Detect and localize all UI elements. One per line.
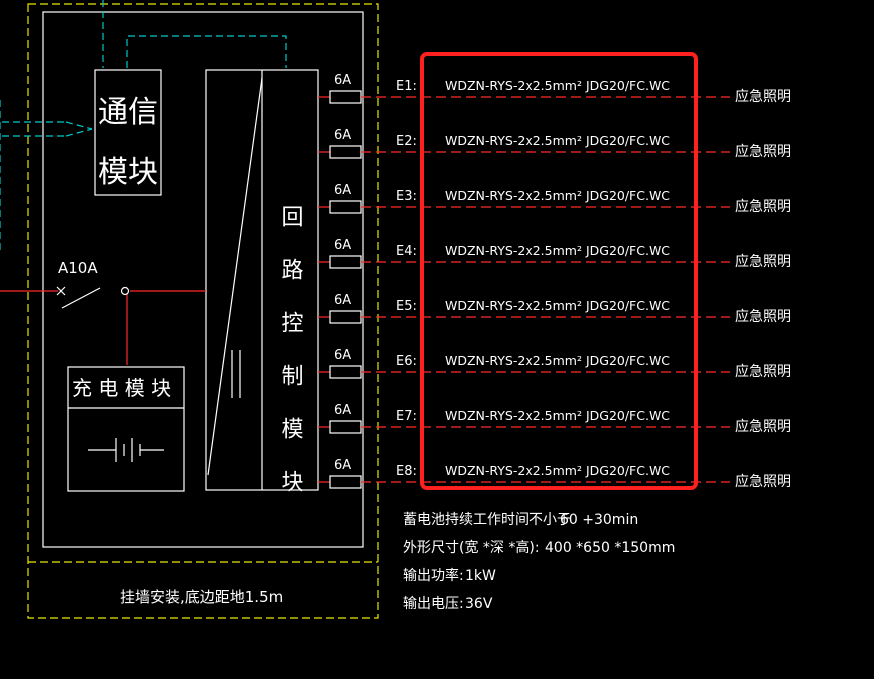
inner-frame [42, 11, 364, 548]
circuit-row: 6A E1: WDZN-RYS-2x2.5mm² JDG20/FC.WC 应急照明 [318, 73, 791, 105]
load-label: 应急照明 [735, 143, 791, 160]
fuse-symbol [329, 145, 362, 159]
fuse-label: 6A [334, 403, 351, 418]
breaker-symbol [56, 286, 130, 309]
fuse-symbol [329, 420, 362, 434]
cable-spec: WDZN-RYS-2x2.5mm² JDG20/FC.WC [445, 408, 670, 423]
main-feed [0, 290, 206, 365]
circuit-row: 6A E4: WDZN-RYS-2x2.5mm² JDG20/FC.WC 应急照明 [318, 238, 791, 270]
highlight-box [420, 52, 698, 490]
fuse-symbol [329, 475, 362, 489]
comm-lines [0, 0, 287, 250]
fuse-label: 6A [334, 238, 351, 253]
fuse-label: 6A [334, 128, 351, 143]
load-label: 应急照明 [735, 363, 791, 380]
spec-row: 输出电压:36V [403, 596, 493, 612]
fuse-label: 6A [334, 73, 351, 88]
circuit-id: E6: [396, 354, 417, 369]
cable-spec: WDZN-RYS-2x2.5mm² JDG20/FC.WC [445, 353, 670, 368]
circuit-id: E1: [396, 79, 417, 94]
load-label: 应急照明 [735, 198, 791, 215]
circuit-id: E5: [396, 299, 417, 314]
spec-value: 60 +30min [560, 512, 638, 528]
circuit-row: 6A E2: WDZN-RYS-2x2.5mm² JDG20/FC.WC 应急照明 [318, 128, 791, 160]
load-label: 应急照明 [735, 418, 791, 435]
loop-module-label: 回 路 控 制 模 块 [278, 205, 304, 504]
fuse-label: 6A [334, 348, 351, 363]
fuse-label: 6A [334, 458, 351, 473]
load-label: 应急照明 [735, 308, 791, 325]
circuit-row: 6A E6: WDZN-RYS-2x2.5mm² JDG20/FC.WC 应急照明 [318, 348, 791, 380]
load-label: 应急照明 [735, 253, 791, 270]
fuse-symbol [329, 90, 362, 104]
load-label: 应急照明 [735, 473, 791, 490]
comm-module-line1: 通信 [98, 95, 158, 130]
fuse-symbol [329, 310, 362, 324]
cable-spec: WDZN-RYS-2x2.5mm² JDG20/FC.WC [445, 298, 670, 313]
spec-label: 输出功率: [403, 567, 464, 584]
fuse-symbol [329, 255, 362, 269]
fuse-symbol [329, 200, 362, 214]
circuit-id: E3: [396, 189, 417, 204]
fuse-label: 6A [334, 293, 351, 308]
circuit-row: 6A E3: WDZN-RYS-2x2.5mm² JDG20/FC.WC 应急照明 [318, 183, 791, 215]
breaker-label: A10A [58, 259, 98, 277]
spec-row: 输出功率:1kW [403, 567, 496, 584]
spec-label: 输出电压: [403, 596, 464, 612]
cable-spec: WDZN-RYS-2x2.5mm² JDG20/FC.WC [445, 188, 670, 203]
charge-module [67, 366, 185, 492]
spec-label: 外形尺寸(宽 *深 *高): [403, 539, 540, 556]
spec-value: 400 *650 *150mm [545, 540, 675, 556]
cable-spec: WDZN-RYS-2x2.5mm² JDG20/FC.WC [445, 243, 670, 258]
cable-spec: WDZN-RYS-2x2.5mm² JDG20/FC.WC [445, 133, 670, 148]
fuse-symbol [329, 365, 362, 379]
circuit-id: E8: [396, 464, 417, 479]
cable-spec: WDZN-RYS-2x2.5mm² JDG20/FC.WC [445, 463, 670, 478]
spec-label: 蓄电池持续工作时间不小于 [403, 511, 571, 528]
enclosure-frame [27, 3, 379, 619]
comm-module-line2: 模块 [98, 155, 158, 190]
spec-value: 36V [465, 596, 493, 612]
charge-module-label: 充 电 模 块 [72, 376, 171, 400]
bottom-note: 挂墙安装,底边距地1.5m [120, 588, 283, 606]
spec-row: 外形尺寸(宽 *深 *高): 400 *650 *150mm [403, 539, 675, 556]
fuse-label: 6A [334, 183, 351, 198]
comm-module-box [94, 69, 162, 196]
circuit-id: E2: [396, 134, 417, 149]
circuit-row: 6A E7: WDZN-RYS-2x2.5mm² JDG20/FC.WC 应急照明 [318, 403, 791, 435]
circuit-id: E4: [396, 244, 417, 259]
circuit-row: 6A E5: WDZN-RYS-2x2.5mm² JDG20/FC.WC 应急照明 [318, 293, 791, 325]
circuit-row: 6A E8: WDZN-RYS-2x2.5mm² JDG20/FC.WC 应急照明 [318, 458, 791, 490]
load-label: 应急照明 [735, 88, 791, 105]
cable-spec: WDZN-RYS-2x2.5mm² JDG20/FC.WC [445, 78, 670, 93]
loop-module [205, 69, 319, 491]
spec-value: 1kW [465, 568, 496, 584]
circuit-id: E7: [396, 409, 417, 424]
